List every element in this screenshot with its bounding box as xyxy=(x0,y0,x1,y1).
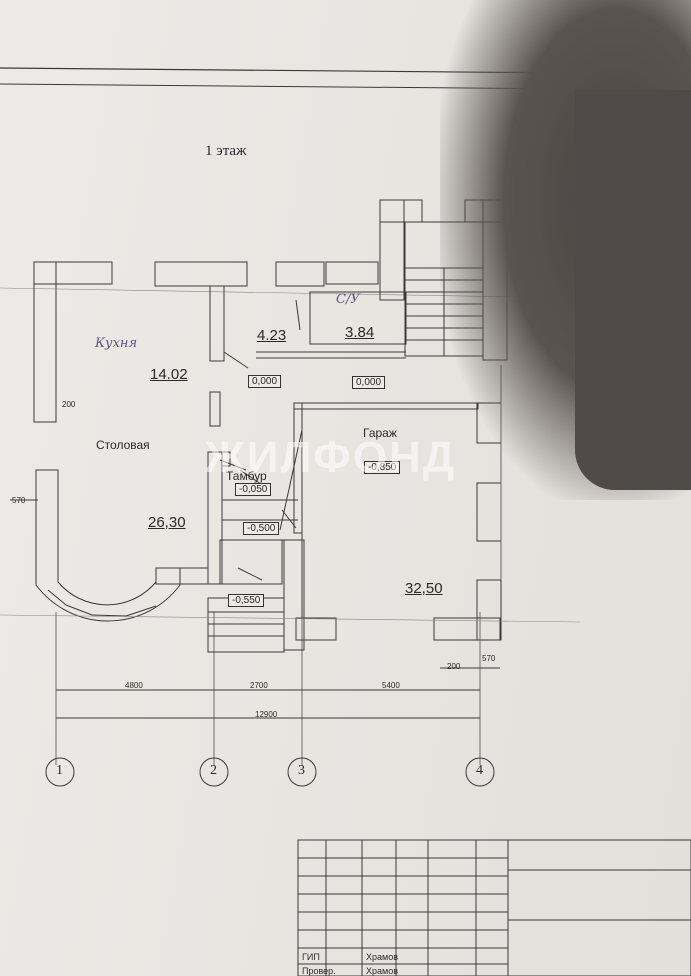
level-mark: -0,550 xyxy=(228,594,265,607)
axis-marker: 3 xyxy=(298,763,305,778)
level-mark: -0,050 xyxy=(235,483,272,496)
dimension-label: 570 xyxy=(12,496,26,505)
dining-area: 26,30 xyxy=(148,514,186,531)
title-block-name: Храмов xyxy=(366,952,398,962)
hall-area: 4.23 xyxy=(257,327,287,344)
dimension-label: 12900 xyxy=(255,710,278,719)
dimension-label: 200 xyxy=(447,662,461,671)
dimension-label: 2700 xyxy=(250,681,268,690)
level-mark: 0,000 xyxy=(248,375,282,388)
level-mark: -0,500 xyxy=(243,522,280,535)
title-block-name: Храмов xyxy=(366,966,398,976)
title-block-role: ГИП xyxy=(302,952,320,962)
bathroom-area: 3.84 xyxy=(345,324,375,341)
title-block-role: Провер. xyxy=(302,966,336,976)
watermark: ЖИЛФОНД xyxy=(205,433,457,482)
level-mark: 0,000 xyxy=(352,376,386,389)
garage-label: Гараж xyxy=(363,426,397,440)
vestibule-label: Тамбур xyxy=(226,469,267,483)
dimension-label: 200 xyxy=(62,400,76,409)
bathroom-handwritten-label: С/У xyxy=(336,292,360,307)
kitchen-area: 14.02 xyxy=(150,366,188,383)
garage-area: 32,50 xyxy=(405,580,443,597)
dimension-label: 5400 xyxy=(382,681,400,690)
kitchen-handwritten-label: Кухня xyxy=(95,336,138,351)
dining-label: Столовая xyxy=(96,438,150,452)
axis-marker: 2 xyxy=(210,763,217,778)
level-mark: -0,850 xyxy=(364,461,401,474)
shadow xyxy=(575,90,691,490)
axis-marker: 1 xyxy=(56,763,63,778)
dimension-label: 4800 xyxy=(125,681,143,690)
dimension-label: 570 xyxy=(482,654,496,663)
axis-marker: 4 xyxy=(476,763,483,778)
floor-title: 1 этаж xyxy=(205,143,247,159)
